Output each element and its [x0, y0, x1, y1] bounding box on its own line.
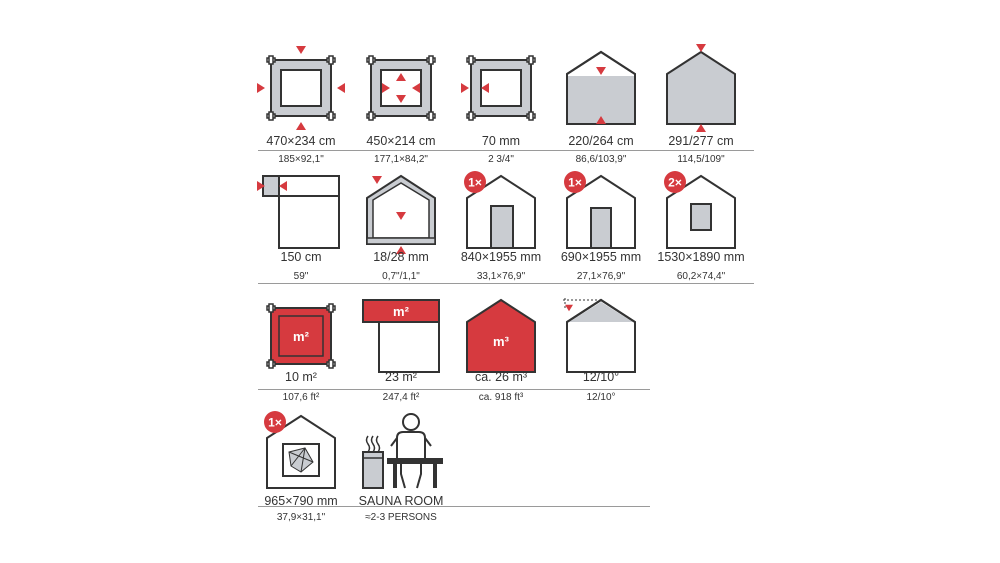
spec-primary-value: 18/28 mm [373, 250, 429, 264]
spec-secondary-value: 27,1×76,9" [576, 271, 626, 282]
spec-secondary-value: 60,2×74,4" [676, 271, 726, 282]
roof-floor-thickness-icon [366, 174, 436, 254]
overhang-icon [257, 175, 340, 249]
spec-primary-value: 840×1955 mm [460, 250, 542, 264]
spec-item: SAUNA ROOM ≈2-3 PERSONS [353, 410, 449, 530]
spec-primary-value: 23 m² [385, 370, 417, 384]
spec-primary-value: SAUNA ROOM [358, 494, 444, 508]
spec-secondary-value: 185×92,1" [278, 154, 324, 165]
svg-text:1×: 1× [568, 176, 582, 190]
spec-secondary-value: 0,7"/1,1" [382, 271, 420, 282]
wall-thickness-icon [461, 55, 536, 121]
door-icon: 1× [464, 171, 536, 249]
spec-primary-value: 965×790 mm [264, 494, 338, 508]
spec-secondary-value: ca. 918 ft³ [478, 392, 524, 403]
row-divider [258, 283, 754, 284]
spec-item: 12/10° 12/10° [553, 294, 649, 414]
spec-primary-value: 291/277 cm [668, 134, 734, 148]
floor-inner-dimensions-icon [366, 55, 436, 121]
total-height-icon [666, 44, 736, 132]
spec-item: 220/264 cm 86,6/103,9" [553, 46, 649, 166]
svg-text:1×: 1× [268, 416, 282, 430]
spec-secondary-value: 177,1×84,2" [374, 154, 428, 165]
spec-primary-value: ca. 26 m³ [474, 370, 528, 384]
spec-secondary-value: 59" [293, 271, 309, 282]
spec-primary-value: 450×214 cm [366, 134, 436, 148]
floor-outer-dimensions-icon [257, 46, 345, 130]
wall-height-icon [566, 50, 636, 125]
floor-area-icon: m² [266, 303, 336, 369]
roof-pitch-icon [563, 298, 636, 373]
inner-door-icon: 1× [564, 171, 636, 249]
spec-primary-value: 690×1955 mm [560, 250, 642, 264]
row-divider [258, 389, 650, 390]
spec-primary-value: 1530×1890 mm [657, 250, 745, 264]
spec-primary-value: 70 mm [481, 134, 521, 148]
spec-item: 150 cm 59" [253, 170, 349, 290]
area-unit-label: m² [393, 304, 410, 319]
spec-primary-value: 220/264 cm [568, 134, 634, 148]
row-divider [258, 150, 754, 151]
spec-primary-value: 10 m² [285, 370, 317, 384]
window-icon: 2× [664, 171, 736, 249]
spec-item: 18/28 mm 0,7"/1,1" [353, 170, 449, 290]
spec-item: 291/277 cm 114,5/109" [653, 44, 749, 166]
row-divider [258, 506, 650, 507]
spec-secondary-value: 12/10° [586, 392, 616, 403]
spec-secondary-value: 37,9×31,1" [276, 512, 326, 523]
spec-secondary-value: 107,6 ft² [282, 392, 320, 403]
sauna-room-icon [362, 413, 443, 489]
spec-item: 470×234 cm 185×92,1" [253, 46, 349, 166]
svg-text:1×: 1× [468, 176, 482, 190]
area-unit-label: m² [293, 329, 310, 344]
spec-primary-value: 150 cm [280, 250, 322, 264]
volume-icon: m³ [466, 298, 536, 373]
spec-secondary-value: ≈2-3 PERSONS [365, 512, 437, 523]
spec-secondary-value: 86,6/103,9" [575, 154, 627, 165]
svg-text:2×: 2× [668, 176, 682, 190]
sauna-window-icon: 1× [264, 411, 336, 489]
volume-unit-label: m³ [493, 334, 510, 349]
spec-secondary-value: 247,4 ft² [382, 392, 420, 403]
roof-area-icon: m² [362, 299, 440, 373]
spec-primary-value: 12/10° [582, 370, 620, 384]
spec-item: 450×214 cm 177,1×84,2" [353, 46, 449, 166]
spec-secondary-value: 33,1×76,9" [476, 271, 526, 282]
spec-primary-value: 470×234 cm [266, 134, 336, 148]
spec-item: 70 mm 2 3/4" [453, 46, 549, 166]
spec-secondary-value: 114,5/109" [677, 154, 725, 165]
spec-secondary-value: 2 3/4" [488, 154, 514, 165]
